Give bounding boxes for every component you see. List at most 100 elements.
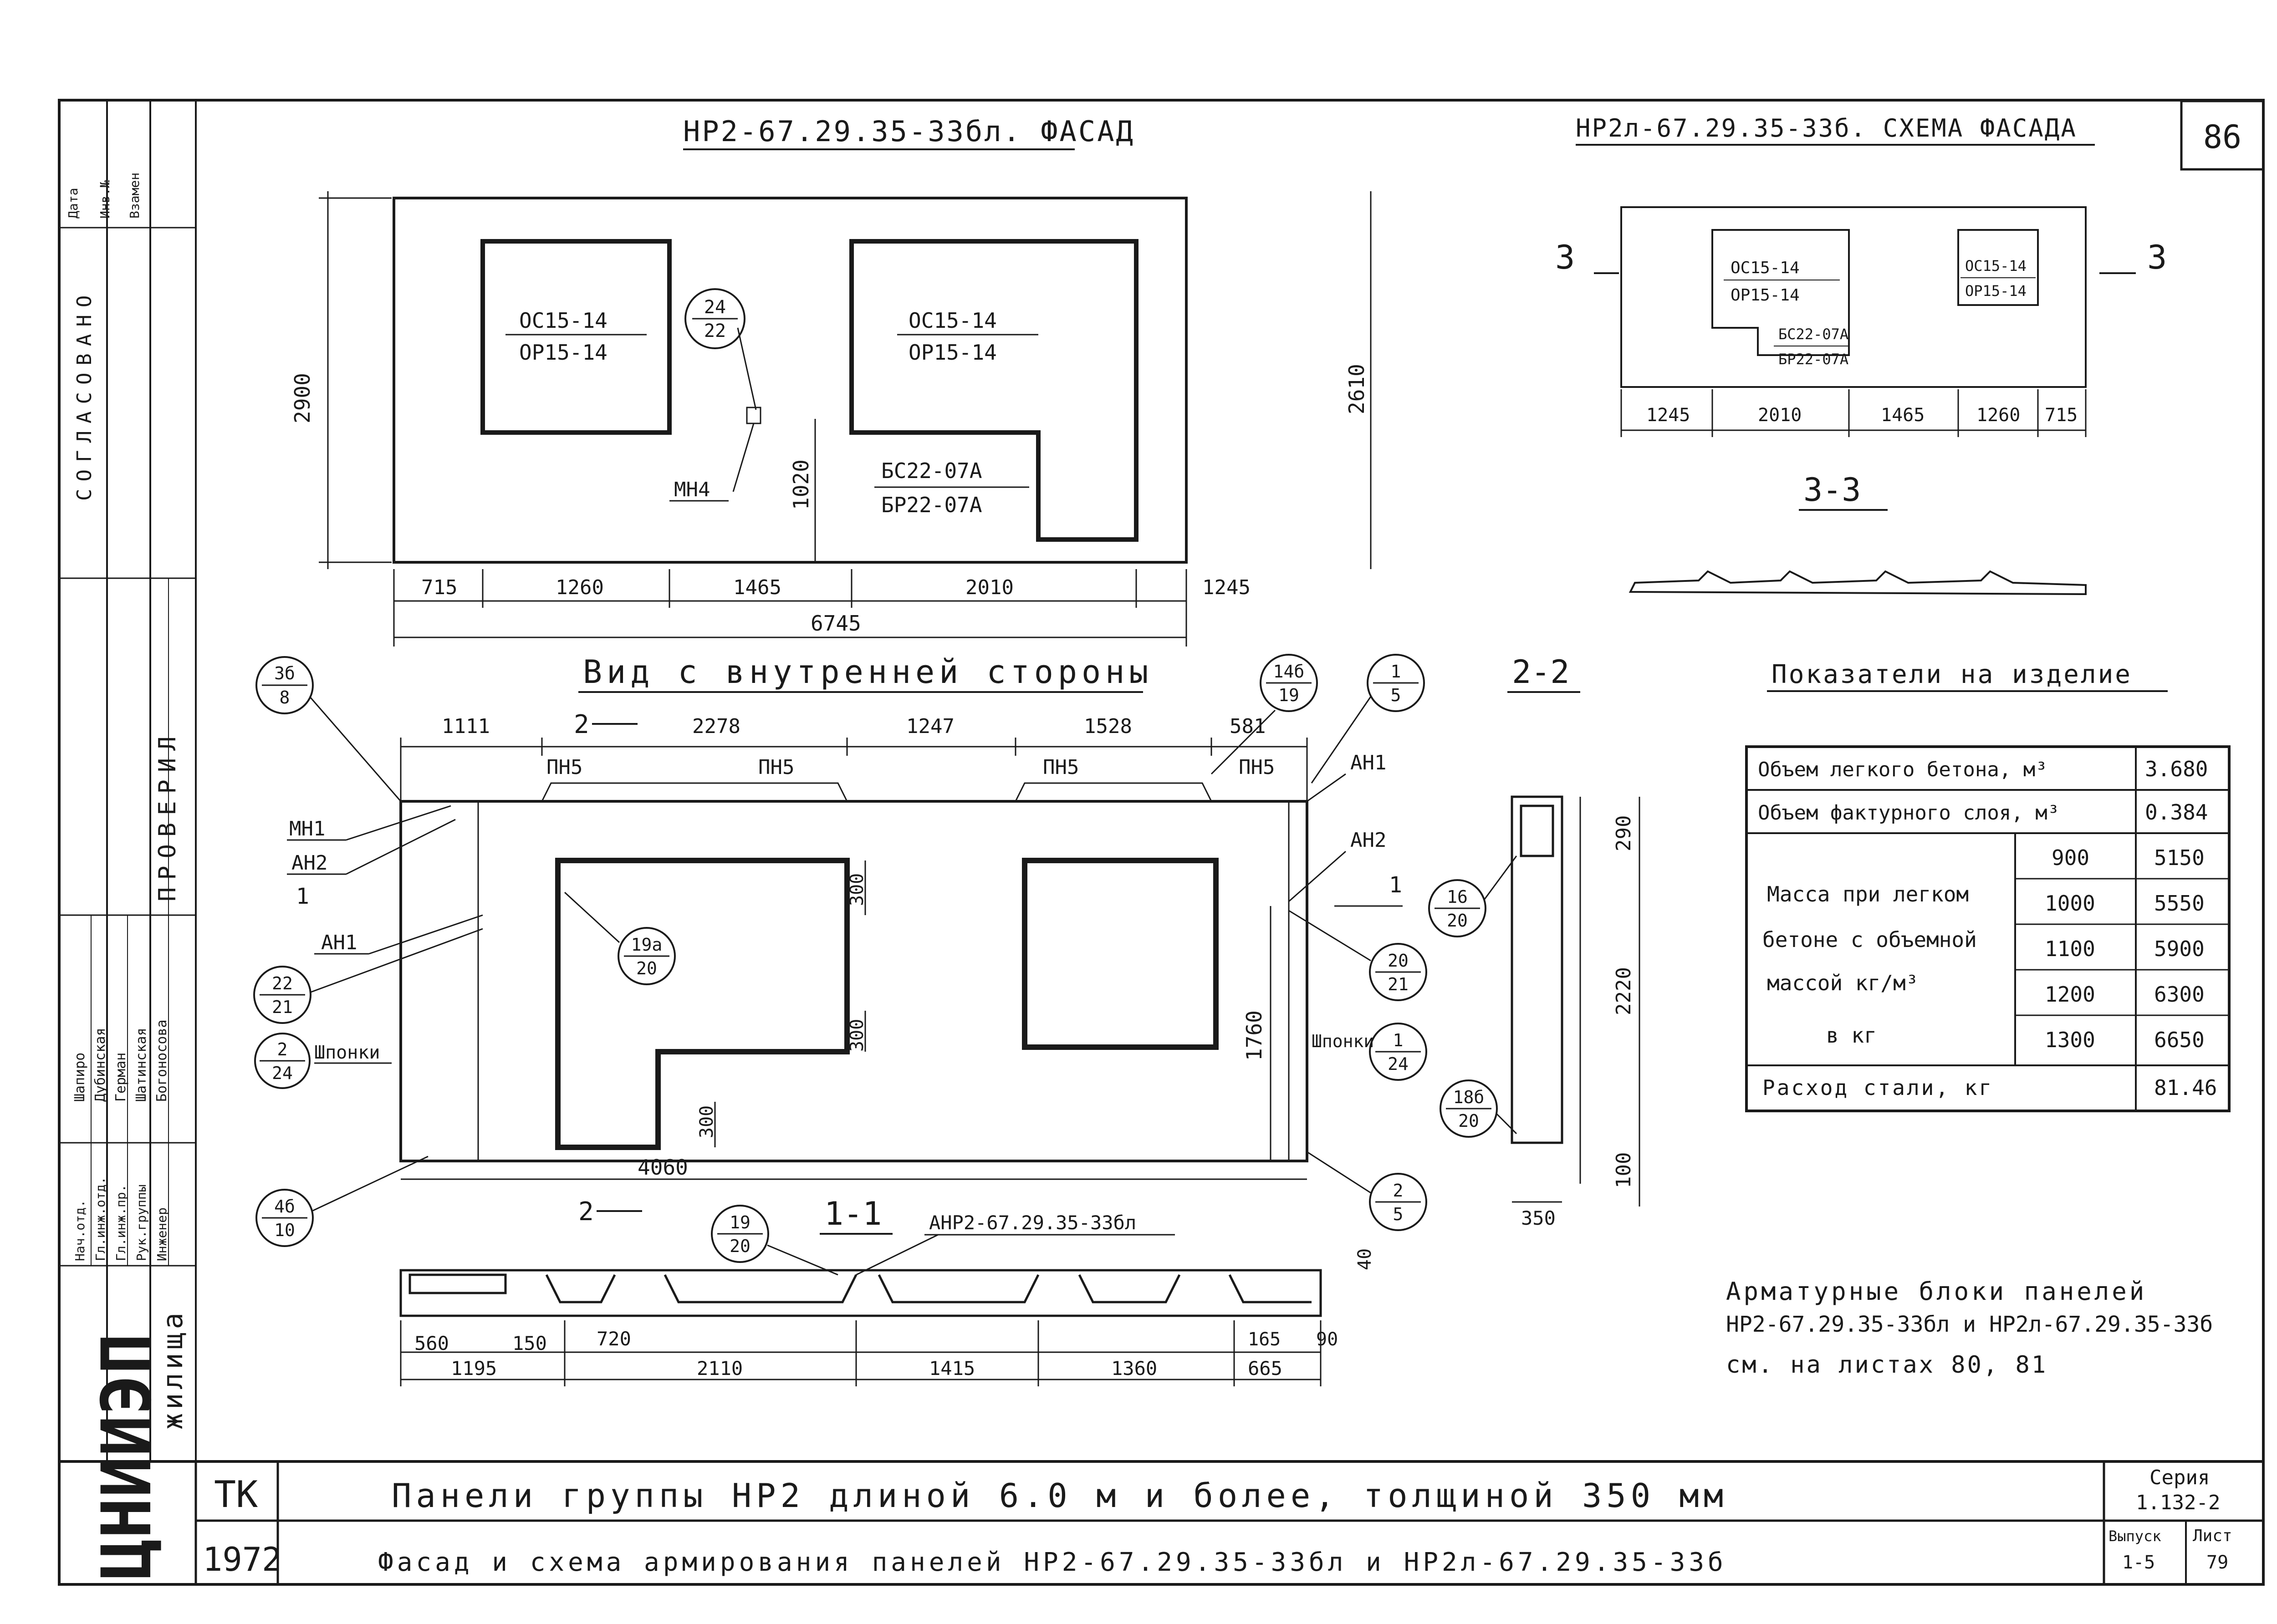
svg-text:14б: 14б <box>1273 662 1305 682</box>
mass-density-4: 1200 <box>2045 982 2095 1007</box>
inner-label-an1-right: АН1 <box>1350 751 1386 774</box>
stamp-checked: ПРОВЕРИЛ <box>154 729 181 901</box>
facade-callout-bottom: 22 <box>704 321 726 341</box>
scheme-dim-2: 2010 <box>1758 405 1802 426</box>
facade-dim-5: 1245 <box>1202 576 1251 599</box>
scheme-window1-top: ОС15-14 <box>1731 259 1800 277</box>
facade-window2-top: ОС15-14 <box>909 308 997 333</box>
section-1-1-profile <box>399 1269 1322 1317</box>
inner-pn5-1: ПН5 <box>546 756 582 779</box>
stamp-role-2: Гл.инж.отд. <box>93 1177 108 1261</box>
scheme-window1-bottom: ОР15-14 <box>1731 286 1800 305</box>
issue-label: Выпуск <box>2109 1527 2161 1545</box>
org-logo: ЦНИИЭП <box>87 1333 167 1580</box>
mass-label-2: бетоне с объемной <box>1762 927 1977 952</box>
svg-text:19: 19 <box>1278 685 1299 705</box>
inner-dim-300-c: 300 <box>696 1105 717 1138</box>
section-2-2-profile <box>1511 795 1563 1144</box>
svg-text:4б: 4б <box>274 1196 295 1217</box>
indicator-row2-label: Объем фактурного слоя, м³ <box>1758 801 2059 825</box>
scheme-dim-1: 1245 <box>1646 405 1690 426</box>
stamp-role-3: Гл.инж.пр. <box>113 1184 128 1261</box>
scheme-window-right <box>1957 229 2039 306</box>
series-label: Серия <box>2149 1466 2210 1489</box>
facade-dim-1020: 1020 <box>789 459 813 510</box>
section-1-1-dim-lower-2: 2110 <box>697 1357 743 1380</box>
side-stamp: СОГЛАСОВАНО ПРОВЕРИЛ Дата Инв.№ Взамен Ш… <box>59 100 197 1461</box>
svg-text:2: 2 <box>1393 1181 1404 1201</box>
scheme-title: НР2л-67.29.35-33б. СХЕМА ФАСАДА <box>1576 114 2077 143</box>
inner-dim-top-1: 1111 <box>442 715 490 738</box>
scheme-section-profile <box>1629 570 2087 596</box>
section-2-2: 2-2 290 2220 100 350 16 20 18б 20 <box>1428 653 1640 1229</box>
stamp-name-5: Богоносова <box>154 1019 170 1102</box>
svg-text:18б: 18б <box>1453 1087 1485 1107</box>
sheet-number: 86 <box>2203 118 2241 156</box>
inner-section-1-left: 1 <box>296 884 309 909</box>
facade-title: НР2-67.29.35-33бл. ФАСАД <box>683 115 1135 148</box>
scheme-section-mark-right: 3 <box>2147 238 2167 276</box>
indicators-title: Показатели на изделие <box>1772 660 2132 689</box>
stamp-agreed: СОГЛАСОВАНО <box>73 288 96 501</box>
facade-callout-top: 24 <box>704 297 726 318</box>
svg-text:20: 20 <box>1388 951 1409 971</box>
section-1-1-dim-upper-4: 165 <box>1248 1329 1281 1350</box>
steel-label: Расход стали, кг <box>1762 1075 1993 1100</box>
note-line-3: см. на листах 80, 81 <box>1726 1351 2047 1379</box>
svg-text:2: 2 <box>277 1039 288 1059</box>
scheme-door-top: БС22-07А <box>1778 326 1848 343</box>
section-1-1-dim-lower-1: 1195 <box>451 1357 497 1380</box>
inner-pn5-3: ПН5 <box>1043 756 1079 779</box>
section-1-1-dim-lower-3: 1415 <box>929 1357 975 1380</box>
section-1-1-title: 1-1 <box>824 1195 882 1232</box>
scheme-window2-top: ОС15-14 <box>1965 257 2027 275</box>
inner-callout-1: 3б 8 <box>255 656 402 802</box>
svg-text:21: 21 <box>1388 974 1409 994</box>
title-block: ТК 1972 Панели группы НР2 длиной 6.0 м и… <box>59 1309 2263 1584</box>
org-name: жилища <box>157 1309 189 1430</box>
inner-dim-4060: 4060 <box>638 1155 688 1180</box>
inner-callout-7: 20 21 <box>1288 910 1427 1001</box>
facade-callout-circle <box>684 288 745 349</box>
inner-callout-6: 2 24 <box>254 1033 311 1089</box>
mass-label-4: в кг <box>1826 1023 1877 1048</box>
title-block-line-1: Панели группы НР2 длиной 6.0 м и более, … <box>392 1476 1728 1515</box>
inner-section-1-right: 1 <box>1389 872 1402 898</box>
sheet-label: Лист <box>2193 1527 2232 1545</box>
inner-opening-small <box>1022 858 1219 1050</box>
stamp-name-4: Шатинская <box>133 1028 149 1102</box>
facade-dim-2: 1260 <box>556 576 604 599</box>
inner-panel-outline <box>399 800 1308 1162</box>
svg-text:20: 20 <box>1458 1111 1479 1131</box>
inner-view-title: Вид с внутренней стороны <box>583 653 1153 691</box>
scheme-window-door <box>1711 229 1850 356</box>
section-2-2-callout-a: 16 20 <box>1428 855 1517 937</box>
facade-dim-height-left: 2900 <box>290 373 315 423</box>
section-1-1-dim-upper-5: 90 <box>1316 1329 1338 1350</box>
inner-callout-4: 19а 20 <box>564 891 676 985</box>
stamp-role-5: Инженер <box>154 1207 169 1261</box>
title-block-code: ТК <box>214 1473 258 1516</box>
svg-text:16: 16 <box>1447 887 1468 907</box>
section-1-1-dim-upper-1: 560 <box>414 1332 449 1354</box>
svg-text:1: 1 <box>1391 662 1401 682</box>
section-1-1-callout: 19 20 <box>711 1205 838 1276</box>
stamp-replace-label: Взамен <box>127 173 142 219</box>
inner-label-shponki-left: Шпонки <box>314 1042 380 1063</box>
stamp-inv-label: Инв.№ <box>97 180 112 219</box>
stamp-name-1: Шапиро <box>72 1053 88 1102</box>
mass-value-5: 6650 <box>2154 1028 2205 1052</box>
note-line-1: Арматурные блоки панелей <box>1726 1277 2147 1306</box>
facade-dim-height-right: 2610 <box>1344 364 1369 414</box>
scheme-dim-4: 1260 <box>1976 405 2020 426</box>
scheme-section-title: 3-3 <box>1803 471 1861 509</box>
stamp-role-4: Рук.группы <box>134 1184 149 1261</box>
inner-label-mn1: МН1 <box>289 817 325 840</box>
section-1-1-dim-40: 40 <box>1354 1248 1375 1270</box>
svg-text:21: 21 <box>272 997 293 1017</box>
facade-panel-outline <box>393 197 1188 564</box>
scheme-door-bottom: БР22-07А <box>1778 351 1848 368</box>
scheme-window2-bottom: ОР15-14 <box>1965 282 2027 300</box>
title-block-line-2: Фасад и схема армирования панелей НР2-67… <box>378 1548 1727 1577</box>
